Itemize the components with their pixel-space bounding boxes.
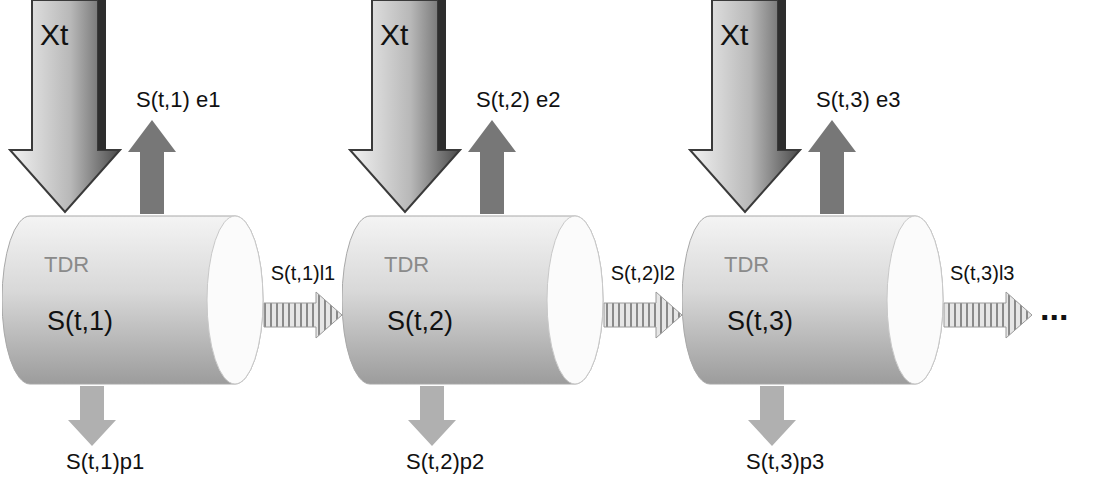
output-label: S(t,3)p3 [746, 450, 824, 474]
input-label: Xt [720, 18, 748, 51]
cylinder-outline [2, 215, 264, 385]
flow-arrow [264, 292, 342, 338]
node-title: TDR [384, 253, 429, 277]
flow-label: S(t,1)l1 [271, 262, 335, 284]
input-label: Xt [40, 18, 68, 51]
emission-label: S(t,1) e1 [136, 88, 220, 112]
flow-label: S(t,2)l2 [611, 262, 675, 284]
node-state: S(t,2) [387, 307, 453, 337]
emission-label: S(t,2) e2 [476, 88, 560, 112]
emission-label: S(t,3) e3 [816, 88, 900, 112]
cylinder-outline [342, 215, 604, 385]
node-title: TDR [44, 253, 89, 277]
flow-arrow [604, 292, 682, 338]
cylinder-outline [682, 215, 944, 385]
node-title: TDR [724, 253, 769, 277]
continuation-mark: ... [1040, 290, 1068, 327]
tdr-cylinder: TDR S(t,2) [342, 215, 604, 385]
tdr-cylinder: TDR S(t,3) [682, 215, 944, 385]
output-label: S(t,1)p1 [66, 450, 144, 474]
output-label: S(t,2)p2 [406, 450, 484, 474]
node-state: S(t,3) [727, 307, 793, 337]
input-label: Xt [380, 18, 408, 51]
tdr-cylinder: TDR S(t,1) [2, 215, 264, 385]
flow-label: S(t,3)l3 [950, 262, 1014, 284]
node-state: S(t,1) [47, 307, 113, 337]
